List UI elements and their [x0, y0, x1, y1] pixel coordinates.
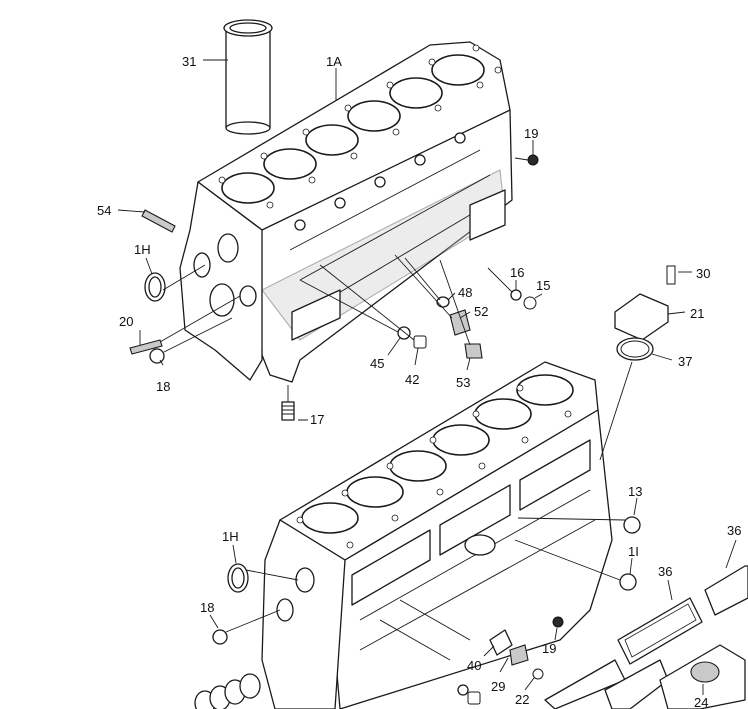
stud-54	[141, 209, 176, 233]
plug-1i	[619, 573, 637, 591]
callout-1a: 1A	[326, 54, 342, 69]
callout-54: 54	[97, 203, 111, 218]
upper-engine-block	[179, 41, 513, 383]
callout-labels: 31 1A 19 54 1H 20 18 16 15 48 52 45 42 5…	[97, 54, 741, 709]
callout-21: 21	[690, 306, 704, 321]
callout-15: 15	[536, 278, 550, 293]
callout-53: 53	[456, 375, 470, 390]
callout-17: 17	[310, 412, 324, 427]
cover-24	[659, 644, 746, 709]
callout-20: 20	[119, 314, 133, 329]
rings-stack	[194, 673, 261, 709]
fitting-bottom	[457, 684, 481, 705]
callout-40: 40	[467, 658, 481, 673]
stud-20	[129, 339, 163, 355]
callout-18-lower: 18	[200, 600, 214, 615]
leader-lines	[117, 59, 737, 695]
seal-1h-lower	[227, 563, 249, 593]
callout-29: 29	[491, 679, 505, 694]
fittings-45-42	[397, 326, 427, 349]
callout-37: 37	[678, 354, 692, 369]
callout-16: 16	[510, 265, 524, 280]
callout-1i: 1I	[628, 544, 639, 559]
oring-37	[616, 337, 654, 361]
bracket-40-29-22	[489, 629, 544, 680]
plug-18-upper	[149, 348, 165, 364]
fittings-16-15	[510, 289, 537, 310]
callout-48: 48	[458, 285, 472, 300]
cover-21	[614, 265, 676, 341]
callout-1h-upper: 1H	[134, 242, 151, 257]
gasket-36b	[704, 565, 748, 616]
gaskets-lower	[544, 659, 669, 709]
plug-18-lower	[212, 629, 228, 645]
seal-1h-upper	[144, 272, 166, 302]
callout-52: 52	[474, 304, 488, 319]
callout-36-right: 36	[727, 523, 741, 538]
cylinder-liner	[223, 19, 273, 135]
plug-17	[281, 401, 295, 421]
callout-19-upper: 19	[524, 126, 538, 141]
callout-42: 42	[405, 372, 419, 387]
plug-19-lower	[552, 616, 564, 628]
sensor-53	[464, 343, 483, 359]
fittings-48-52	[436, 296, 471, 336]
callout-22: 22	[515, 692, 529, 707]
callout-18-upper: 18	[156, 379, 170, 394]
callout-19-lower: 19	[542, 641, 556, 656]
callout-24: 24	[694, 695, 708, 709]
gasket-36a	[617, 597, 703, 665]
callout-1h-lower: 1H	[222, 529, 239, 544]
callout-31: 31	[182, 54, 196, 69]
plug-19-upper	[527, 154, 539, 166]
callout-30: 30	[696, 266, 710, 281]
callout-36-middle: 36	[658, 564, 672, 579]
callout-13: 13	[628, 484, 642, 499]
plug-13	[623, 516, 641, 534]
callout-45: 45	[370, 356, 384, 371]
